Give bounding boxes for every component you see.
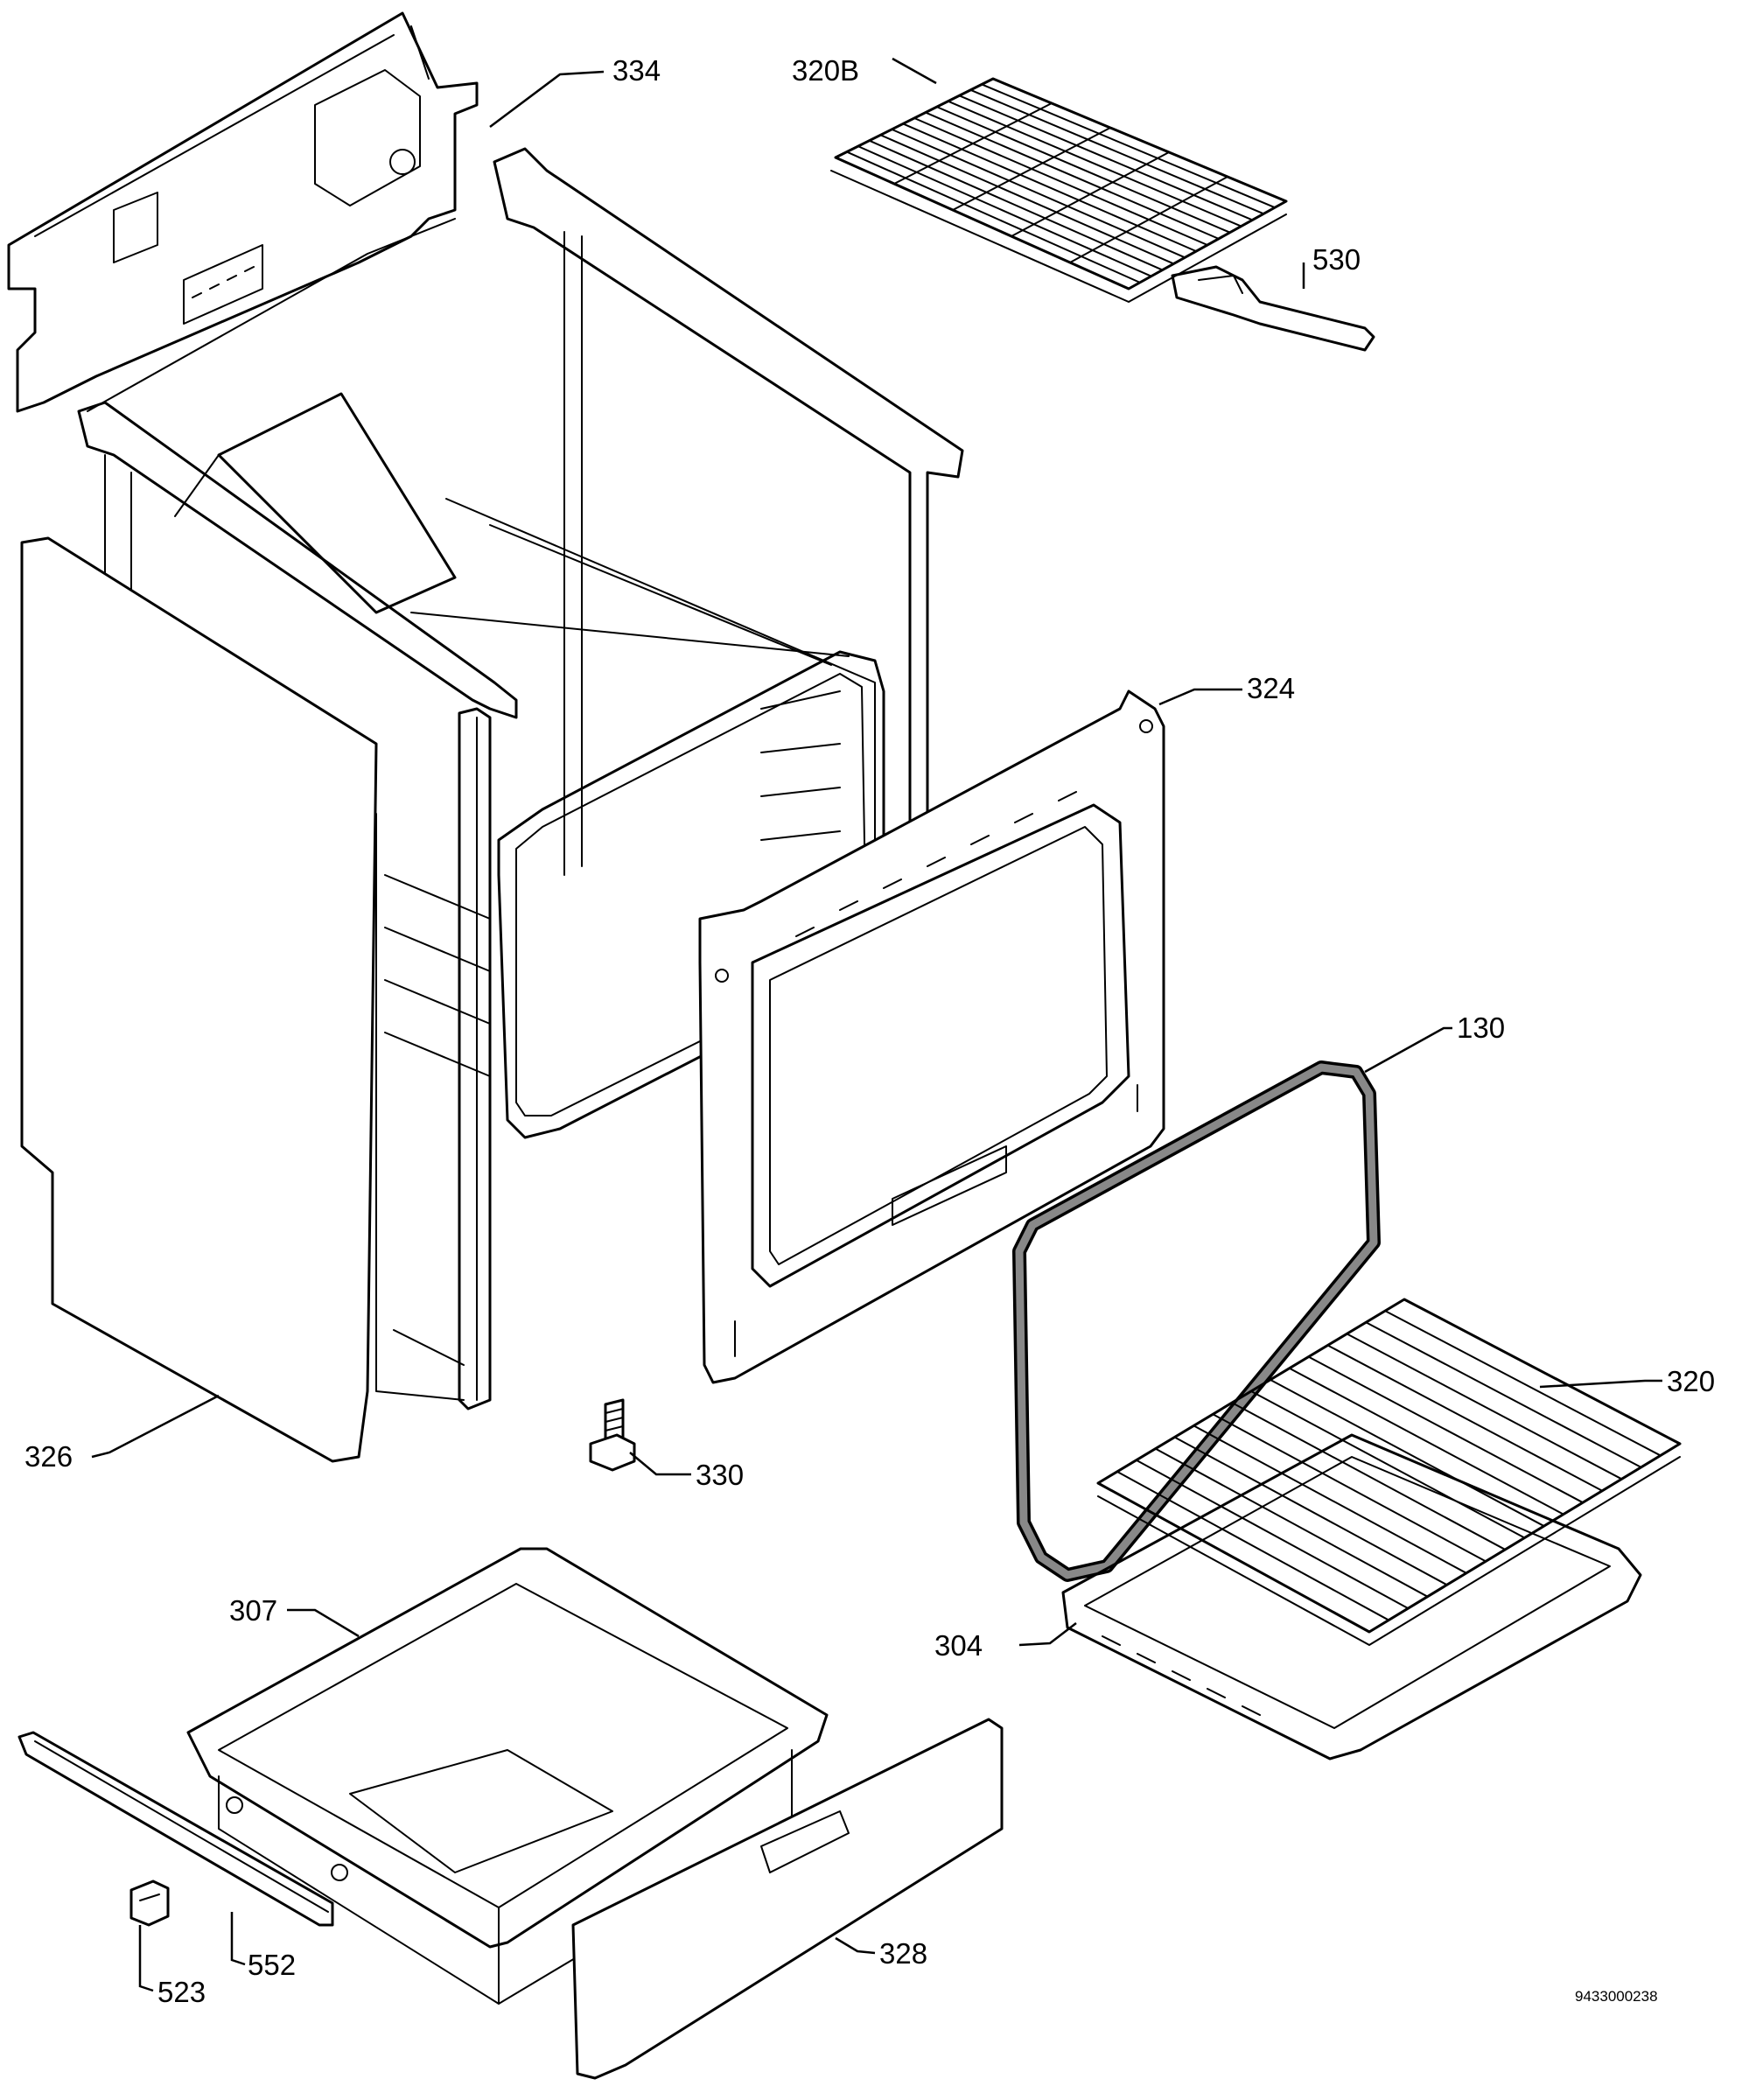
screw — [589, 1398, 636, 1472]
drawing-code: 9433000238 — [1575, 1988, 1658, 2005]
drawer-front — [571, 1718, 1004, 2080]
callout-334: 334 — [612, 54, 661, 87]
back-panel — [7, 11, 479, 413]
wire-shelf — [1096, 1298, 1682, 1646]
rail-clip — [129, 1880, 170, 1927]
callout-328: 328 — [879, 1937, 927, 1970]
callout-324: 324 — [1247, 672, 1295, 704]
baking-tray — [1061, 1433, 1642, 1760]
callout-552: 552 — [248, 1949, 296, 1981]
drawer-box — [186, 1547, 829, 2005]
callout-523: 523 — [157, 1976, 206, 2008]
callout-labels: 334 320B 530 324 130 320 326 330 307 304… — [24, 54, 1715, 2008]
callout-530: 530 — [1312, 243, 1361, 276]
callout-304: 304 — [934, 1629, 983, 1662]
callout-130: 130 — [1457, 1012, 1505, 1044]
grill-handle — [1171, 265, 1375, 352]
callout-320: 320 — [1667, 1365, 1715, 1397]
callout-320b: 320B — [792, 54, 859, 87]
door-gasket — [1012, 1060, 1381, 1582]
callout-330: 330 — [696, 1459, 744, 1491]
callout-326: 326 — [24, 1440, 73, 1473]
leader-lines — [91, 57, 1662, 1992]
drawer-rail — [17, 1731, 334, 1927]
callout-307: 307 — [229, 1594, 277, 1627]
side-panel — [20, 536, 378, 1463]
grill-rack — [830, 77, 1288, 303]
door-frame — [698, 690, 1165, 1384]
